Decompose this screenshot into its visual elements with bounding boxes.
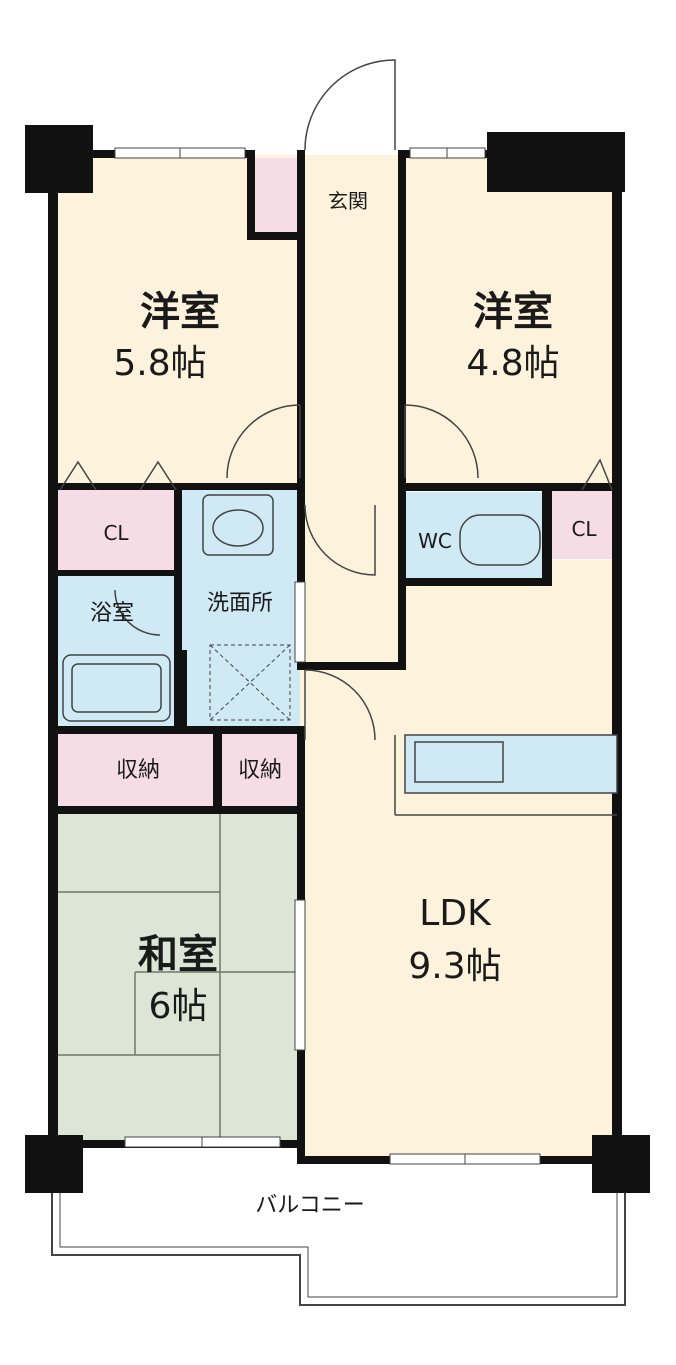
balcony-outline-inner	[59, 1150, 618, 1298]
toilet	[459, 514, 541, 566]
western-room-1-size: 5.8帖	[113, 343, 206, 384]
door-swings	[59, 59, 613, 741]
western-room-1-name: 洋室	[140, 289, 220, 335]
balcony-outline	[51, 1150, 626, 1306]
japanese-room-size: 6帖	[149, 986, 208, 1027]
storage-left	[55, 732, 215, 807]
ldk-floor	[300, 560, 617, 1160]
shoe-closet	[255, 158, 300, 233]
closet-left	[55, 487, 177, 572]
entrance-label: 玄関	[328, 189, 368, 213]
kitchen-counter	[404, 734, 618, 794]
tatami-lines	[55, 812, 300, 1142]
fixtures	[62, 494, 618, 816]
storage-left-label: 収納	[116, 758, 160, 783]
laundry-area	[209, 644, 291, 721]
western-room-2-name: 洋室	[473, 289, 553, 335]
western-room-2-floor	[405, 155, 617, 485]
closet-right-label: CL	[571, 517, 597, 541]
closet-left-label: CL	[103, 521, 129, 545]
entrance-floor	[300, 155, 398, 235]
bath-label: 浴室	[90, 601, 134, 626]
windows	[114, 147, 541, 1165]
storage-right-label: 収納	[238, 758, 282, 783]
bathtub	[62, 654, 171, 722]
washroom-label: 洗面所	[207, 591, 273, 616]
ldk-size: 9.3帖	[408, 946, 501, 987]
closet-right	[552, 487, 617, 559]
ldk-name: LDK	[419, 893, 492, 934]
japanese-room-name: 和室	[138, 932, 218, 978]
western-room-2-size: 4.8帖	[466, 343, 559, 384]
storage-right	[220, 732, 300, 807]
balcony-label: バルコニー	[255, 1193, 365, 1218]
japanese-room-floor	[55, 812, 300, 1142]
columns	[25, 125, 650, 1193]
wc-label: WC	[418, 529, 452, 553]
